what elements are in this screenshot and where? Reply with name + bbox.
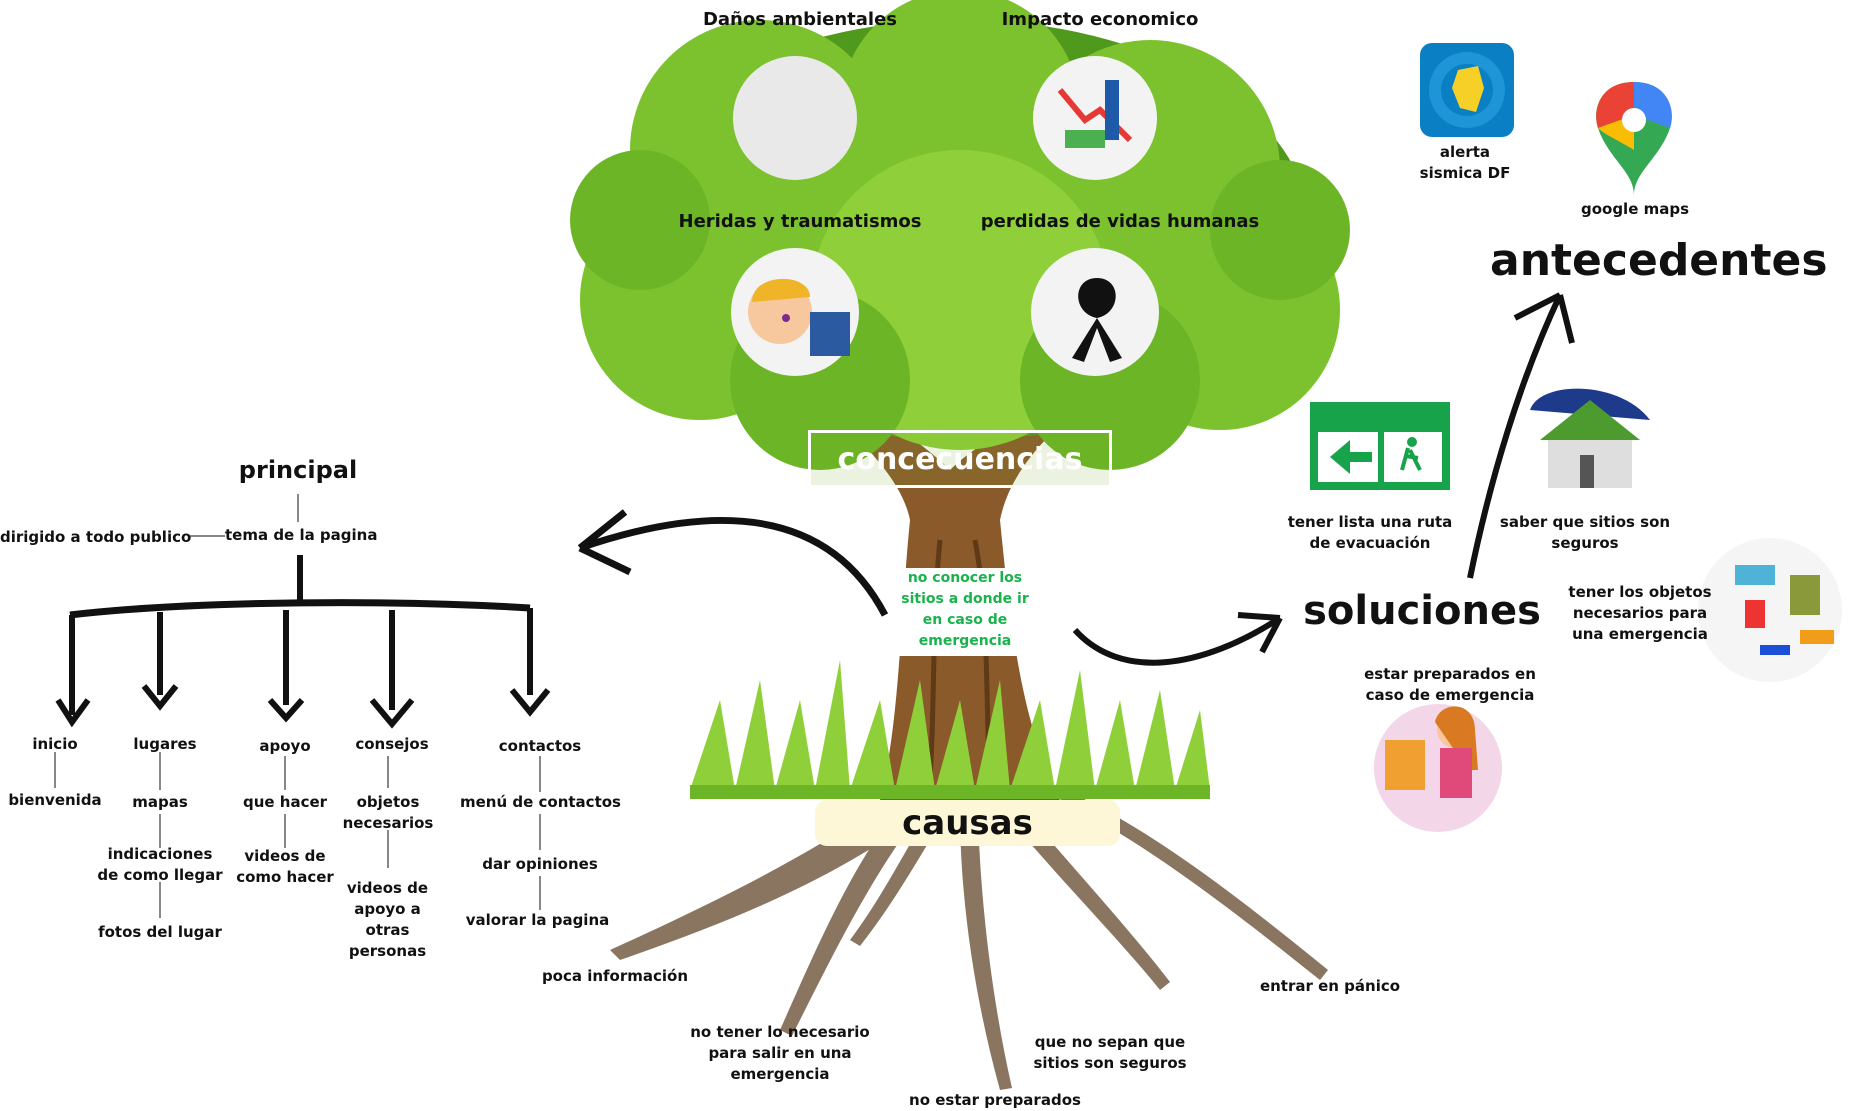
central-problem: no conocer los sitios a donde ir en caso…: [895, 568, 1035, 656]
sitemap-item: dar opiniones: [482, 855, 598, 873]
sitemap-item: bienvenida: [8, 791, 102, 809]
sitemap-connectors: [54, 494, 551, 918]
sitemap-column-title: consejos: [355, 735, 429, 753]
solution-label: tener los objetos necesarios para una em…: [1568, 583, 1712, 643]
google-maps-icon: [1596, 82, 1672, 195]
injured-person-icon: [740, 262, 850, 362]
cause-label: no tener lo necesario para salir en una …: [690, 1023, 870, 1083]
sitemap-item: videos de como hacer: [236, 847, 334, 886]
solution-label: saber que sitios son seguros: [1499, 513, 1671, 552]
consequence-label: Impacto economico: [1001, 9, 1199, 30]
arrow-to-solutions: [1072, 615, 1282, 666]
cause-label: poca información: [541, 967, 689, 985]
seismic-alert-app-icon: [1420, 43, 1514, 137]
sitemap-column-title: inicio: [32, 735, 78, 753]
sitemap-item: mapas: [132, 793, 188, 811]
sitemap-item: menú de contactos: [460, 793, 621, 811]
sitemap-root: principal: [238, 456, 358, 484]
safe-house-icon: [1530, 388, 1650, 488]
consequence-label: Heridas y traumatismos: [678, 211, 922, 232]
sitemap-item: objetos necesarios: [342, 793, 434, 832]
app-label: alerta sismica DF: [1419, 143, 1511, 182]
arrow-to-sitemap: [578, 517, 889, 617]
sitemap-item: indicaciones de como llegar: [97, 845, 223, 884]
consequence-label: Daños ambientales: [702, 9, 898, 30]
sitemap-item: fotos del lugar: [98, 923, 222, 941]
solution-label: estar preparados en caso de emergencia: [1364, 665, 1536, 704]
mourning-ribbon-icon: [1052, 258, 1142, 368]
sitemap-column-title: lugares: [133, 735, 197, 753]
solution-label: tener lista una ruta de evacuación: [1287, 513, 1453, 552]
consequences-banner: concecuencias: [808, 430, 1112, 488]
app-label: google maps: [1580, 200, 1690, 218]
sitemap-item: valorar la pagina: [465, 911, 610, 929]
cause-label: no estar preparados: [909, 1091, 1081, 1109]
arrow-to-antecedentes: [1467, 293, 1563, 579]
economic-drop-icon: [1050, 70, 1140, 160]
sitemap-column-title: apoyo: [259, 737, 311, 755]
background-title: antecedentes: [1490, 235, 1828, 286]
smoke-debris-icon: [750, 70, 840, 160]
consequence-label: perdidas de vidas humanas: [980, 211, 1260, 232]
cause-label: que no sepan que sitios son seguros: [1033, 1033, 1187, 1072]
evacuation-route-sign-icon: [1310, 402, 1450, 490]
emergency-kit-icon: [1698, 538, 1842, 682]
grass: [690, 660, 1210, 799]
sitemap-topic: tema de la pagina: [225, 526, 378, 544]
cause-label: entrar en pánico: [1259, 977, 1401, 995]
prepared-girl-icon: [1374, 704, 1502, 832]
solutions-title: soluciones: [1303, 588, 1541, 634]
sitemap-item: videos de apoyo a otras personas: [346, 879, 429, 960]
sitemap-item: que hacer: [242, 793, 328, 811]
tree-foliage: [570, 0, 1350, 470]
causes-banner: causas: [815, 800, 1120, 846]
sitemap-column-title: contactos: [498, 737, 582, 755]
sitemap-audience: dirigido a todo publico: [0, 528, 192, 546]
